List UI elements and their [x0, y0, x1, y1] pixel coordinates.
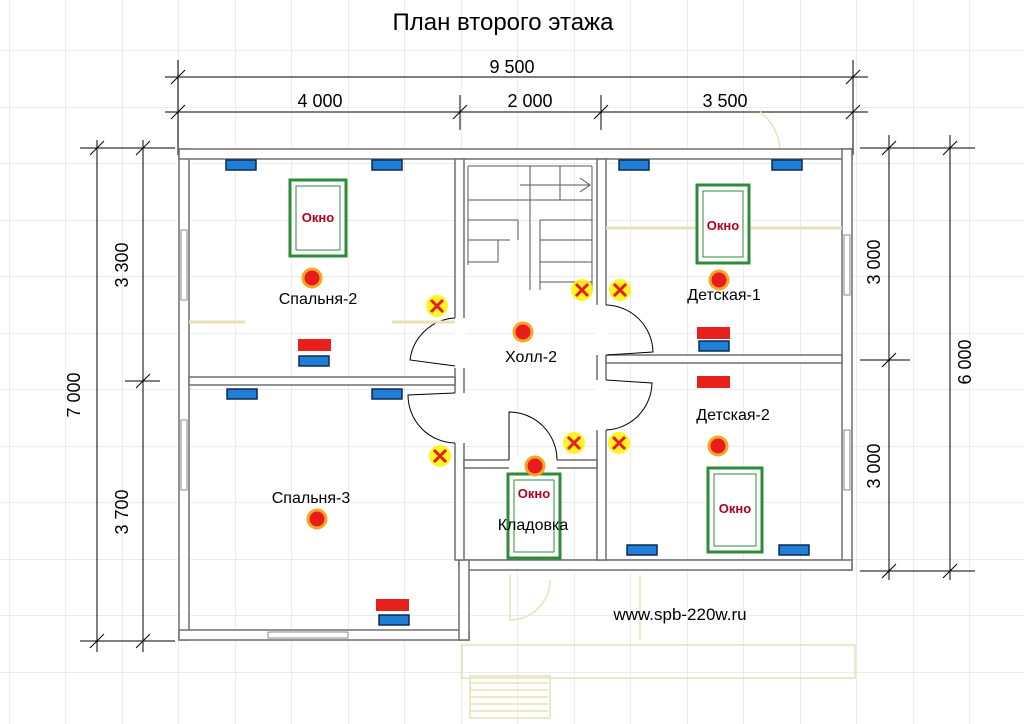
- radiator: [226, 388, 258, 400]
- switch-marker: [571, 279, 593, 301]
- radiator: [778, 544, 810, 556]
- light-point: [306, 508, 328, 530]
- light-point: [707, 435, 729, 457]
- switch-marker: [563, 432, 585, 454]
- radiator: [225, 159, 257, 171]
- skylight-kids1: Окно: [695, 183, 751, 265]
- radiator: [298, 355, 330, 367]
- heater: [298, 339, 331, 351]
- dim-height-bottom-right: 3 000: [864, 443, 884, 488]
- skylight-label: Окно: [302, 210, 334, 225]
- skylight-kids2: Окно: [706, 466, 764, 554]
- skylight-bedroom2: Окно: [288, 178, 348, 258]
- switch-marker: [426, 295, 448, 317]
- dim-total-height-right: 6 000: [955, 339, 975, 384]
- room-label-kids2: Детская-2: [696, 407, 770, 424]
- dim-height-bottom-left: 3 700: [112, 489, 132, 534]
- plan-title: План второго этажа: [393, 9, 615, 36]
- right-dimension-lines: [860, 135, 975, 580]
- website-url: www.spb-220w.ru: [612, 605, 746, 624]
- skylight-label: Окно: [719, 501, 751, 516]
- heaters: [298, 327, 730, 611]
- dim-height-top-right: 3 000: [864, 239, 884, 284]
- light-point: [301, 267, 323, 289]
- skylight-label: Окно: [518, 486, 550, 501]
- radiator: [626, 544, 658, 556]
- skylight-storage: Окно: [506, 472, 562, 560]
- dim-height-top-left: 3 300: [112, 242, 132, 287]
- staircase: [467, 165, 593, 290]
- light-point: [524, 455, 546, 477]
- skylight-label: Окно: [707, 218, 739, 233]
- radiator: [698, 340, 730, 352]
- radiator: [371, 159, 403, 171]
- top-dimension-lines: [165, 60, 868, 155]
- radiator: [378, 614, 410, 626]
- light-switches: [426, 279, 631, 467]
- left-dimension-lines: [80, 140, 175, 652]
- exterior-details: [461, 111, 856, 719]
- room-label-kids1: Детская-1: [687, 287, 761, 304]
- light-points: [301, 267, 730, 530]
- switch-marker: [608, 432, 630, 454]
- radiators: [225, 159, 810, 626]
- room-label-bedroom3: Спальня-3: [272, 490, 351, 507]
- wall-window-marks: [180, 229, 851, 639]
- room-label-storage: Кладовка: [498, 517, 569, 534]
- dim-width-right: 3 500: [702, 91, 747, 111]
- dim-width-left: 4 000: [297, 91, 342, 111]
- switch-marker: [429, 445, 451, 467]
- walls: [178, 148, 853, 641]
- switch-marker: [609, 279, 631, 301]
- light-point: [512, 321, 534, 343]
- heater: [697, 327, 730, 339]
- room-label-bedroom2: Спальня-2: [279, 291, 358, 308]
- room-label-hall: Холл-2: [505, 349, 557, 366]
- radiator: [371, 388, 403, 400]
- dim-total-width: 9 500: [489, 57, 534, 77]
- radiator: [618, 159, 650, 171]
- light-point: [708, 269, 730, 291]
- radiator: [771, 159, 803, 171]
- heater: [376, 599, 409, 611]
- dim-width-middle: 2 000: [507, 91, 552, 111]
- dim-total-height-left: 7 000: [64, 372, 84, 417]
- heater: [697, 376, 730, 388]
- door-arcs: [407, 304, 654, 461]
